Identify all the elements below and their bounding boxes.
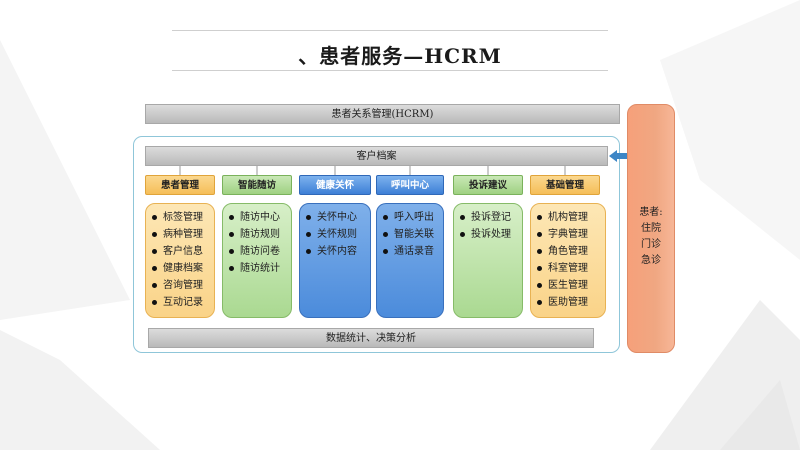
list-item: 机构管理: [531, 209, 605, 226]
list-item: 标签管理: [146, 209, 214, 226]
list-item: 咨询管理: [146, 277, 214, 294]
hcrm-top-bar: 患者关系管理(HCRM): [145, 104, 620, 124]
title-bottom-rule: [172, 70, 608, 71]
customer-archive-bar: 客户档案: [145, 146, 608, 166]
left-arrow-icon: [609, 150, 629, 162]
side-panel-title: 患者:: [639, 207, 663, 218]
title-top-rule: [172, 30, 608, 31]
list-item: 互动记录: [146, 294, 214, 311]
module-header-patient-management: 患者管理: [145, 175, 215, 195]
list-item: 关怀中心: [300, 209, 370, 226]
list-item: 随访统计: [223, 260, 291, 277]
list-item: 随访中心: [223, 209, 291, 226]
list-item: 随访问卷: [223, 243, 291, 260]
module-header-health-care: 健康关怀: [299, 175, 371, 195]
list-item: 科室管理: [531, 260, 605, 277]
side-panel-item-outpatient: 门诊: [641, 239, 661, 250]
module-header-complaint-suggestion: 投诉建议: [453, 175, 523, 195]
module-header-smart-followup: 智能随访: [222, 175, 292, 195]
module-body-smart-followup: 随访中心 随访规则 随访问卷 随访统计: [222, 203, 292, 318]
side-panel-item-emergency: 急诊: [641, 255, 661, 266]
analytics-bottom-bar: 数据统计、决策分析: [148, 328, 594, 348]
list-item: 投诉处理: [454, 226, 522, 243]
module-header-basic-management: 基础管理: [530, 175, 600, 195]
list-item: 通话录音: [377, 243, 443, 260]
list-item: 病种管理: [146, 226, 214, 243]
page-title: 、患者服务—HCRM: [298, 44, 502, 68]
list-item: 智能关联: [377, 226, 443, 243]
list-item: 医生管理: [531, 277, 605, 294]
list-item: 投诉登记: [454, 209, 522, 226]
list-item: 随访规则: [223, 226, 291, 243]
module-body-complaint-suggestion: 投诉登记 投诉处理: [453, 203, 523, 318]
module-body-health-care: 关怀中心 关怀规则 关怀内容: [299, 203, 371, 318]
module-body-basic-management: 机构管理 字典管理 角色管理 科室管理 医生管理 医助管理: [530, 203, 606, 318]
list-item: 字典管理: [531, 226, 605, 243]
list-item: 呼入呼出: [377, 209, 443, 226]
module-body-call-center: 呼入呼出 智能关联 通话录音: [376, 203, 444, 318]
list-item: 医助管理: [531, 294, 605, 311]
module-header-call-center: 呼叫中心: [376, 175, 444, 195]
list-item: 关怀规则: [300, 226, 370, 243]
patient-side-panel: 患者: 住院 门诊 急诊: [627, 104, 675, 353]
side-panel-item-inpatient: 住院: [641, 223, 661, 234]
module-body-patient-management: 标签管理 病种管理 客户信息 健康档案 咨询管理 互动记录: [145, 203, 215, 318]
list-item: 角色管理: [531, 243, 605, 260]
list-item: 健康档案: [146, 260, 214, 277]
list-item: 客户信息: [146, 243, 214, 260]
list-item: 关怀内容: [300, 243, 370, 260]
system-container: [133, 136, 620, 353]
